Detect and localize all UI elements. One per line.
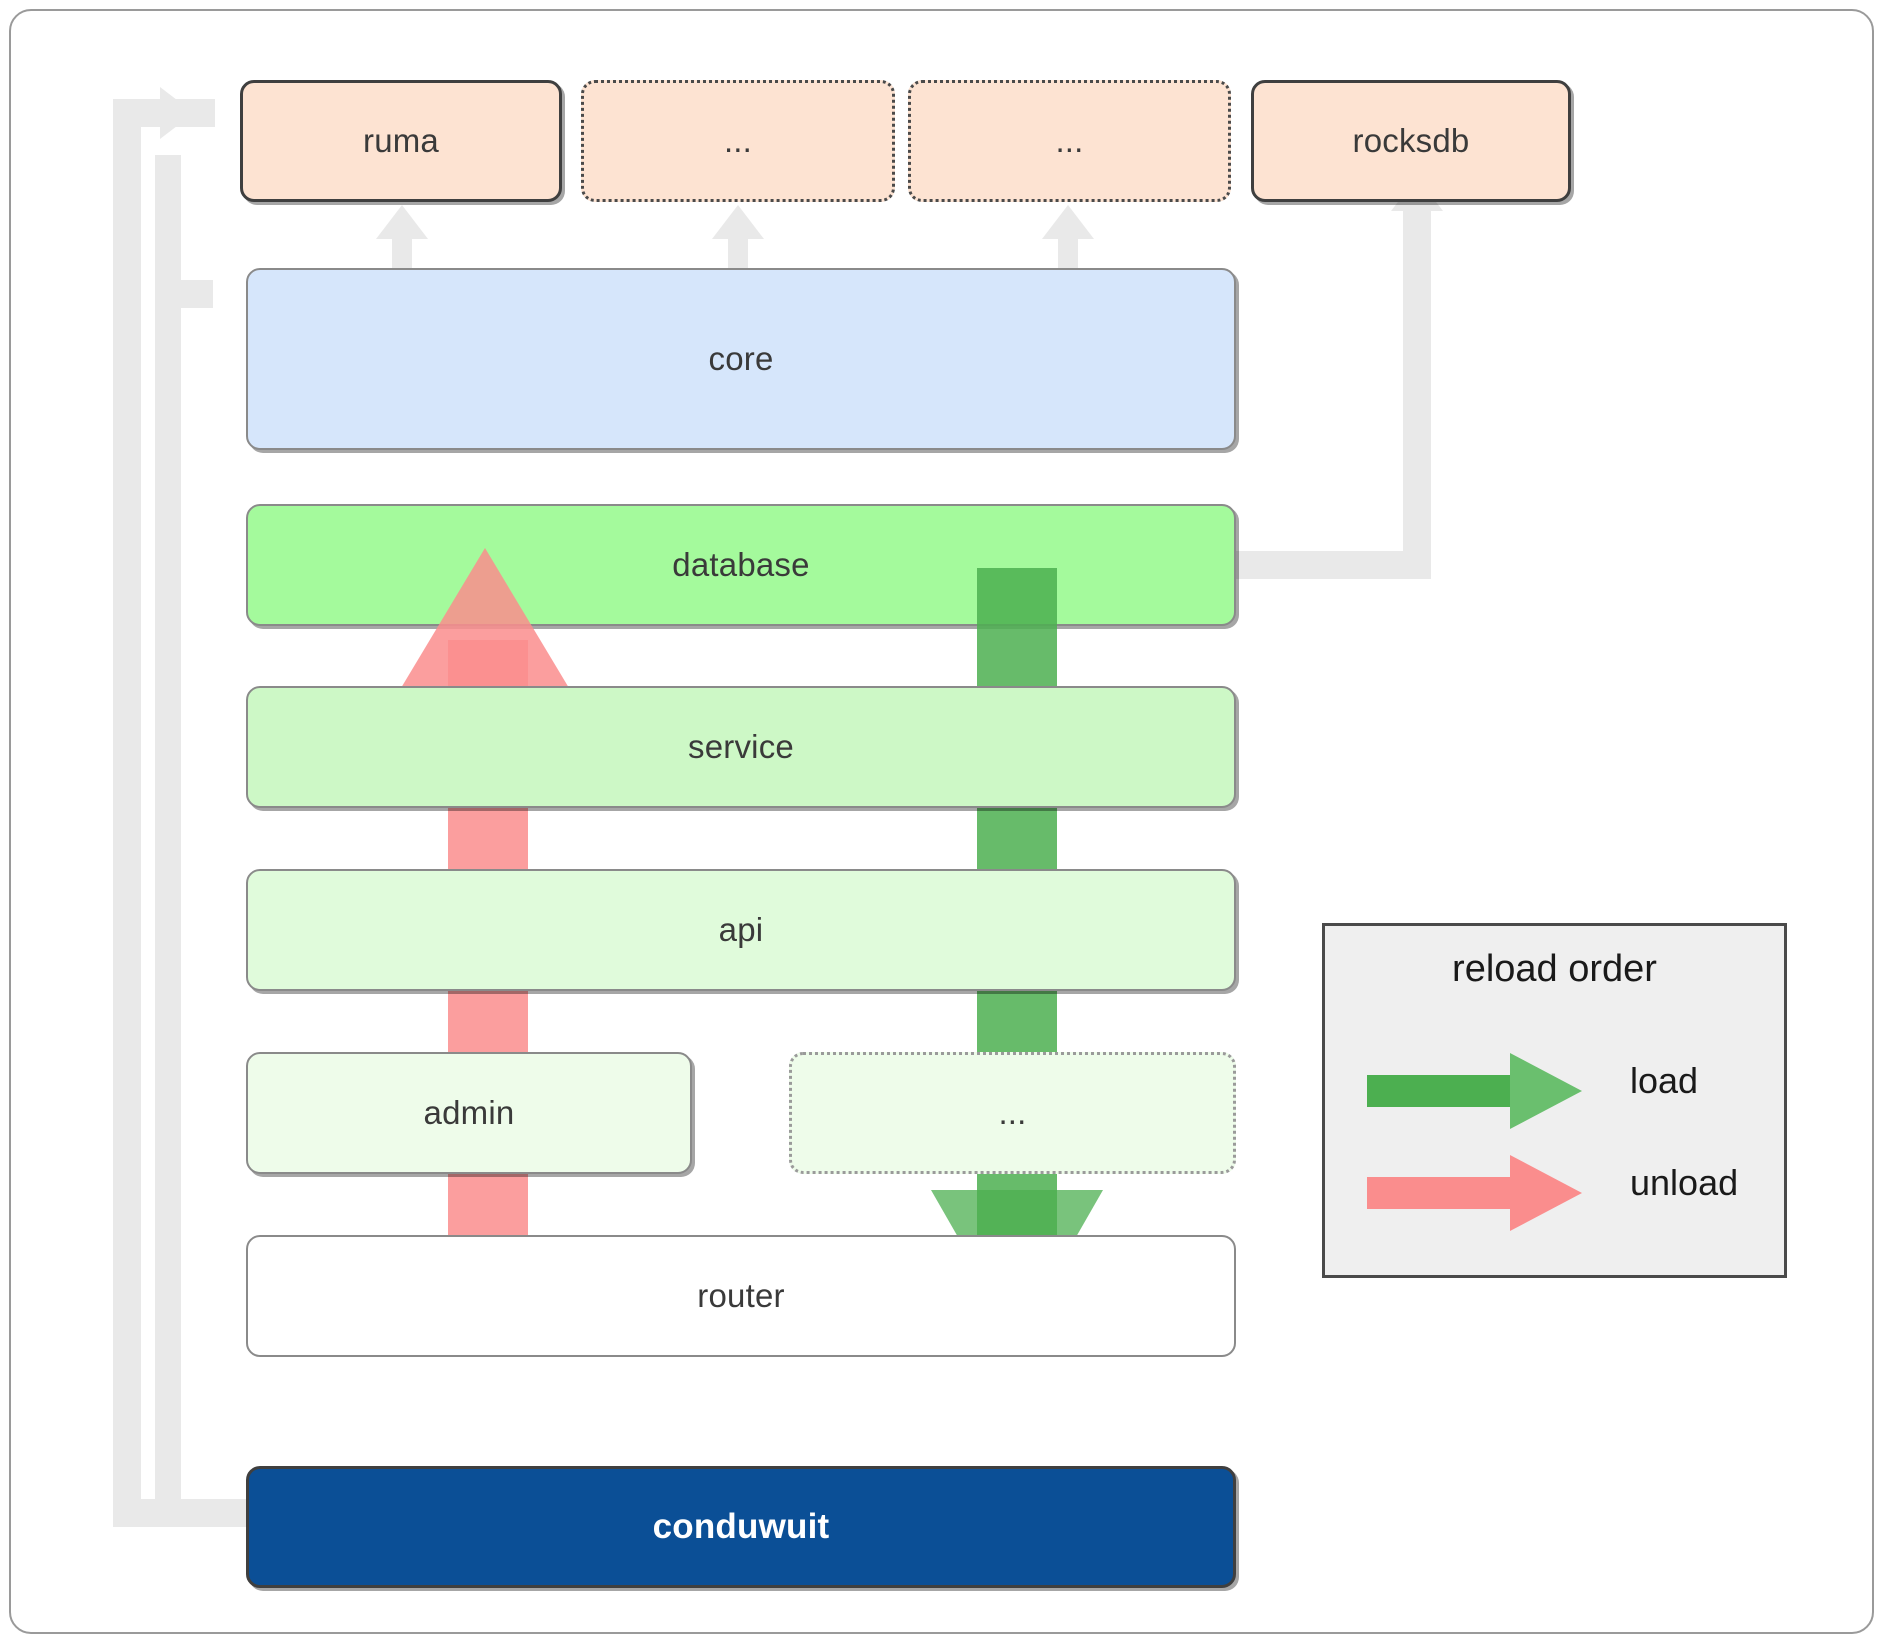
grey-arrowhead-ruma bbox=[160, 87, 194, 139]
node-dep-etc-2-label: ... bbox=[1055, 122, 1084, 159]
node-layer-etc-label: ... bbox=[998, 1094, 1027, 1131]
node-dep-etc-1[interactable]: ... bbox=[581, 80, 895, 202]
legend-load-arrowhead bbox=[1510, 1053, 1582, 1129]
legend-unload-arrowhead bbox=[1510, 1155, 1582, 1231]
grey-arrowhead-core bbox=[160, 268, 194, 320]
node-api-label: api bbox=[718, 911, 764, 948]
node-router[interactable]: router bbox=[246, 1235, 1236, 1357]
node-core[interactable]: core bbox=[246, 268, 1236, 450]
node-dep-etc-2[interactable]: ... bbox=[908, 80, 1231, 202]
legend-row-unload: unload bbox=[1325, 1148, 1784, 1238]
legend-row-load: load bbox=[1325, 1046, 1784, 1136]
node-ruma[interactable]: ruma bbox=[240, 80, 562, 202]
node-admin[interactable]: admin bbox=[246, 1052, 692, 1174]
diagram-frame bbox=[9, 9, 1874, 1634]
legend-title: reload order bbox=[1452, 948, 1657, 990]
legend-unload-label: unload bbox=[1630, 1162, 1739, 1203]
grey-connector-db-to-rocksdb-v bbox=[1403, 210, 1431, 579]
node-dep-etc-1-label: ... bbox=[723, 122, 753, 159]
grey-connector-trunk bbox=[113, 127, 141, 1527]
node-rocksdb[interactable]: rocksdb bbox=[1251, 80, 1571, 202]
node-database-label: database bbox=[672, 546, 810, 583]
grey-connector-riser bbox=[155, 155, 181, 1515]
node-api[interactable]: api bbox=[246, 869, 1236, 991]
grey-arrowhead-stub-ruma bbox=[376, 205, 428, 239]
node-service[interactable]: service bbox=[246, 686, 1236, 808]
grey-arrowhead-stub-etc2 bbox=[1042, 205, 1094, 239]
node-conduwuit-label: conduwuit bbox=[652, 1507, 830, 1546]
node-admin-label: admin bbox=[423, 1094, 515, 1131]
node-layer-etc[interactable]: ... bbox=[789, 1052, 1236, 1174]
legend-panel: reload order load unload bbox=[1322, 923, 1787, 1278]
node-core-label: core bbox=[708, 340, 774, 377]
legend-load-label: load bbox=[1630, 1060, 1699, 1101]
node-conduwuit[interactable]: conduwuit bbox=[246, 1466, 1236, 1588]
grey-arrowhead-stub-etc1 bbox=[712, 205, 764, 239]
node-router-label: router bbox=[697, 1277, 785, 1314]
node-ruma-label: ruma bbox=[363, 122, 439, 159]
node-service-label: service bbox=[688, 728, 794, 765]
node-rocksdb-label: rocksdb bbox=[1352, 122, 1470, 159]
